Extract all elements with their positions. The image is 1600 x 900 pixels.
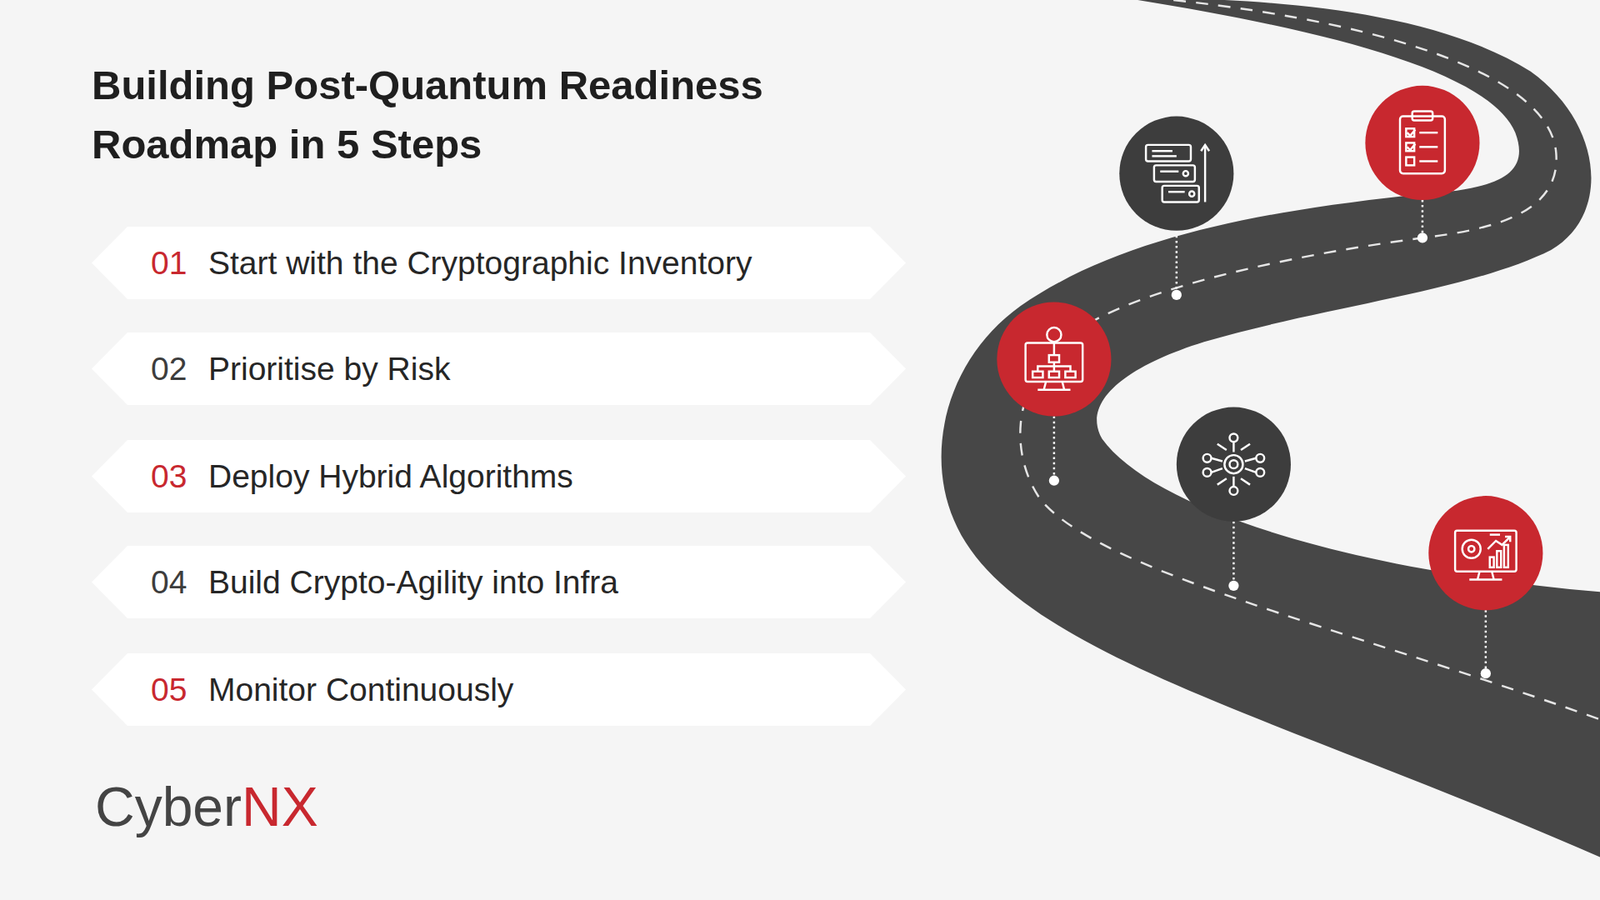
banner-text-row: 03Deploy Hybrid Algorithms: [91, 440, 906, 513]
step-label: Start with the Cryptographic Inventory: [208, 245, 752, 282]
step-number: 05: [150, 671, 209, 709]
step-banner: 03Deploy Hybrid Algorithms: [91, 440, 906, 513]
icon-monitor-hierarchy: [996, 301, 1111, 416]
leader-lines: [1054, 200, 1486, 670]
brand-logo: CyberNX: [95, 773, 319, 840]
logo-text: NX: [241, 775, 319, 838]
banner-text-row: 01Start with the Cryptographic Inventory: [91, 226, 906, 300]
icon-server: [1119, 116, 1234, 231]
step-number: 04: [150, 564, 209, 601]
banner-fill: [91, 226, 906, 300]
diagram-title: Building Post-Quantum Readiness Roadmap …: [91, 55, 925, 175]
banner-text-row: 05Monitor Continuously: [91, 653, 906, 726]
step-label: Prioritise by Risk: [208, 350, 450, 388]
icon-monitor-chart: [1428, 495, 1543, 610]
step-label: Monitor Continuously: [208, 671, 514, 709]
banner-fill: [91, 332, 906, 405]
logo-text: Cyber: [95, 775, 242, 838]
banner-fill: [91, 653, 906, 726]
banner-fill: [91, 545, 906, 619]
banner-text-row: 02Prioritise by Risk: [91, 332, 906, 405]
step-label: Deploy Hybrid Algorithms: [208, 458, 574, 495]
step-number: 01: [150, 245, 209, 282]
step-banner: 02Prioritise by Risk: [91, 332, 906, 405]
step-number: 02: [150, 350, 209, 388]
banner-fill: [91, 440, 906, 513]
step-banner: 01Start with the Cryptographic Inventory: [91, 226, 906, 300]
banner-text-row: 04Build Crypto-Agility into Infra: [91, 545, 906, 619]
step-banner: 05Monitor Continuously: [91, 653, 906, 726]
step-banner: 04Build Crypto-Agility into Infra: [91, 545, 906, 619]
step-number: 03: [150, 458, 209, 495]
step-label: Build Crypto-Agility into Infra: [208, 564, 619, 601]
icon-clipboard: [1365, 85, 1480, 200]
milestone-dots: [1049, 232, 1491, 679]
icon-gear-network: [1176, 407, 1291, 522]
road: [941, 0, 1600, 858]
